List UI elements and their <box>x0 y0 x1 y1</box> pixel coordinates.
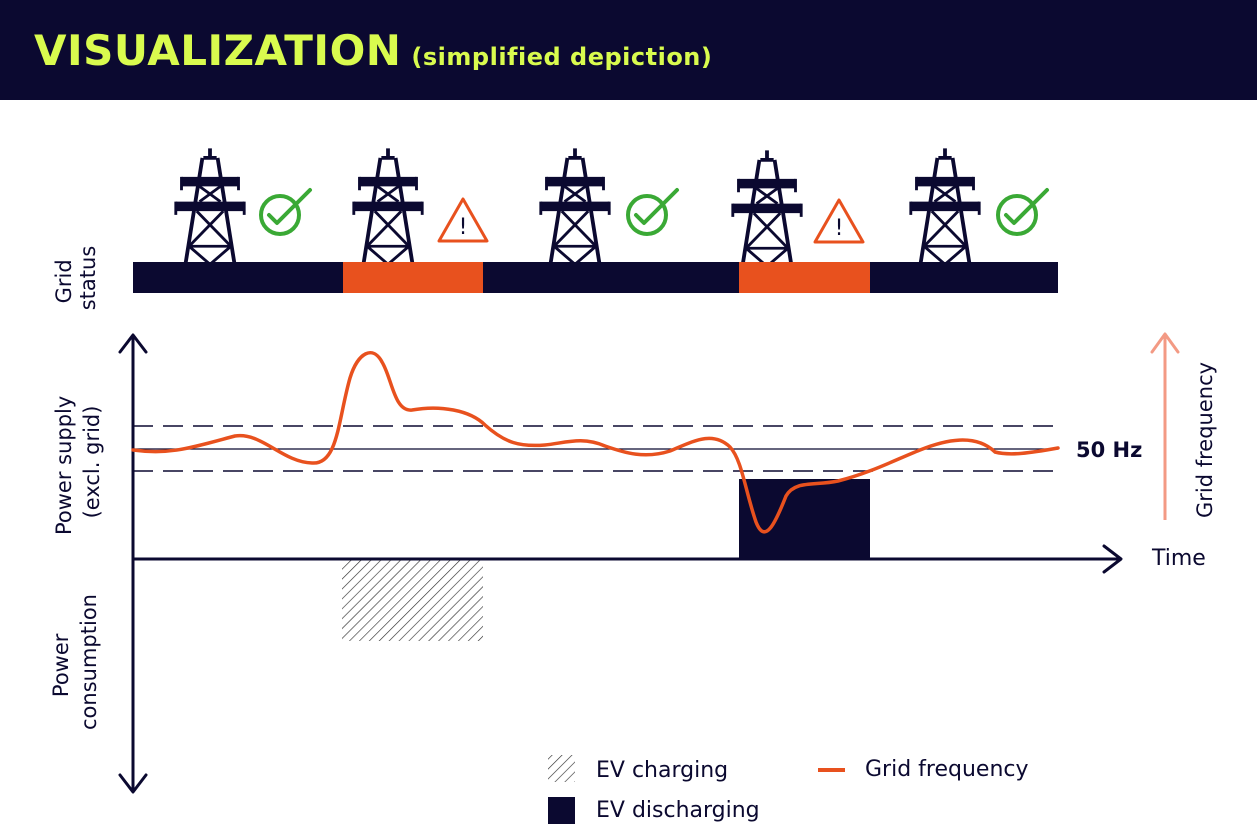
legend-grid-frequency-label: Grid frequency <box>865 757 1029 782</box>
grid-frequency-axis-label: Grid frequency <box>1193 362 1217 518</box>
legend-ev-discharging-label: EV discharging <box>596 798 760 823</box>
legend-ev-discharging-swatch <box>548 797 575 824</box>
check-icon <box>996 188 1049 236</box>
grid-diagram: ! Grid status Power supply (excl. grid) … <box>49 146 1217 824</box>
legend-ev-charging-swatch <box>548 755 575 782</box>
status-segment-ok <box>870 262 1058 293</box>
title-main: VISUALIZATION <box>34 25 402 75</box>
grid-frequency-arrow <box>1150 332 1180 520</box>
status-segment-ok <box>133 262 343 293</box>
grid-frequency-curve <box>131 351 1060 534</box>
title-subtitle: (simplified depiction) <box>411 42 713 71</box>
ev-discharging-block <box>739 479 870 559</box>
status-segment-warning <box>739 262 870 293</box>
ev-charging-block <box>342 560 483 641</box>
legend: EV charging EV discharging Grid frequenc… <box>548 755 1029 824</box>
warning-icon <box>813 198 865 244</box>
vertical-axis <box>118 333 148 794</box>
legend-ev-charging-label: EV charging <box>596 758 728 783</box>
page-title: VISUALIZATION (simplified depiction) <box>34 26 712 75</box>
grid-status-label: Grid status <box>52 246 100 311</box>
time-axis <box>133 544 1123 574</box>
header-banner: VISUALIZATION (simplified depiction) <box>0 0 1257 100</box>
warning-icon <box>437 197 489 243</box>
check-icon <box>626 188 679 236</box>
status-segment-warning <box>343 262 483 293</box>
grid-status-bar <box>133 262 1058 293</box>
time-axis-label: Time <box>1151 546 1206 571</box>
power-consumption-label: Power consumption <box>49 594 101 730</box>
power-supply-label: Power supply (excl. grid) <box>52 389 104 535</box>
frequency-reference-label: 50 Hz <box>1076 438 1142 462</box>
check-icon <box>259 188 312 236</box>
status-segment-ok <box>483 262 739 293</box>
